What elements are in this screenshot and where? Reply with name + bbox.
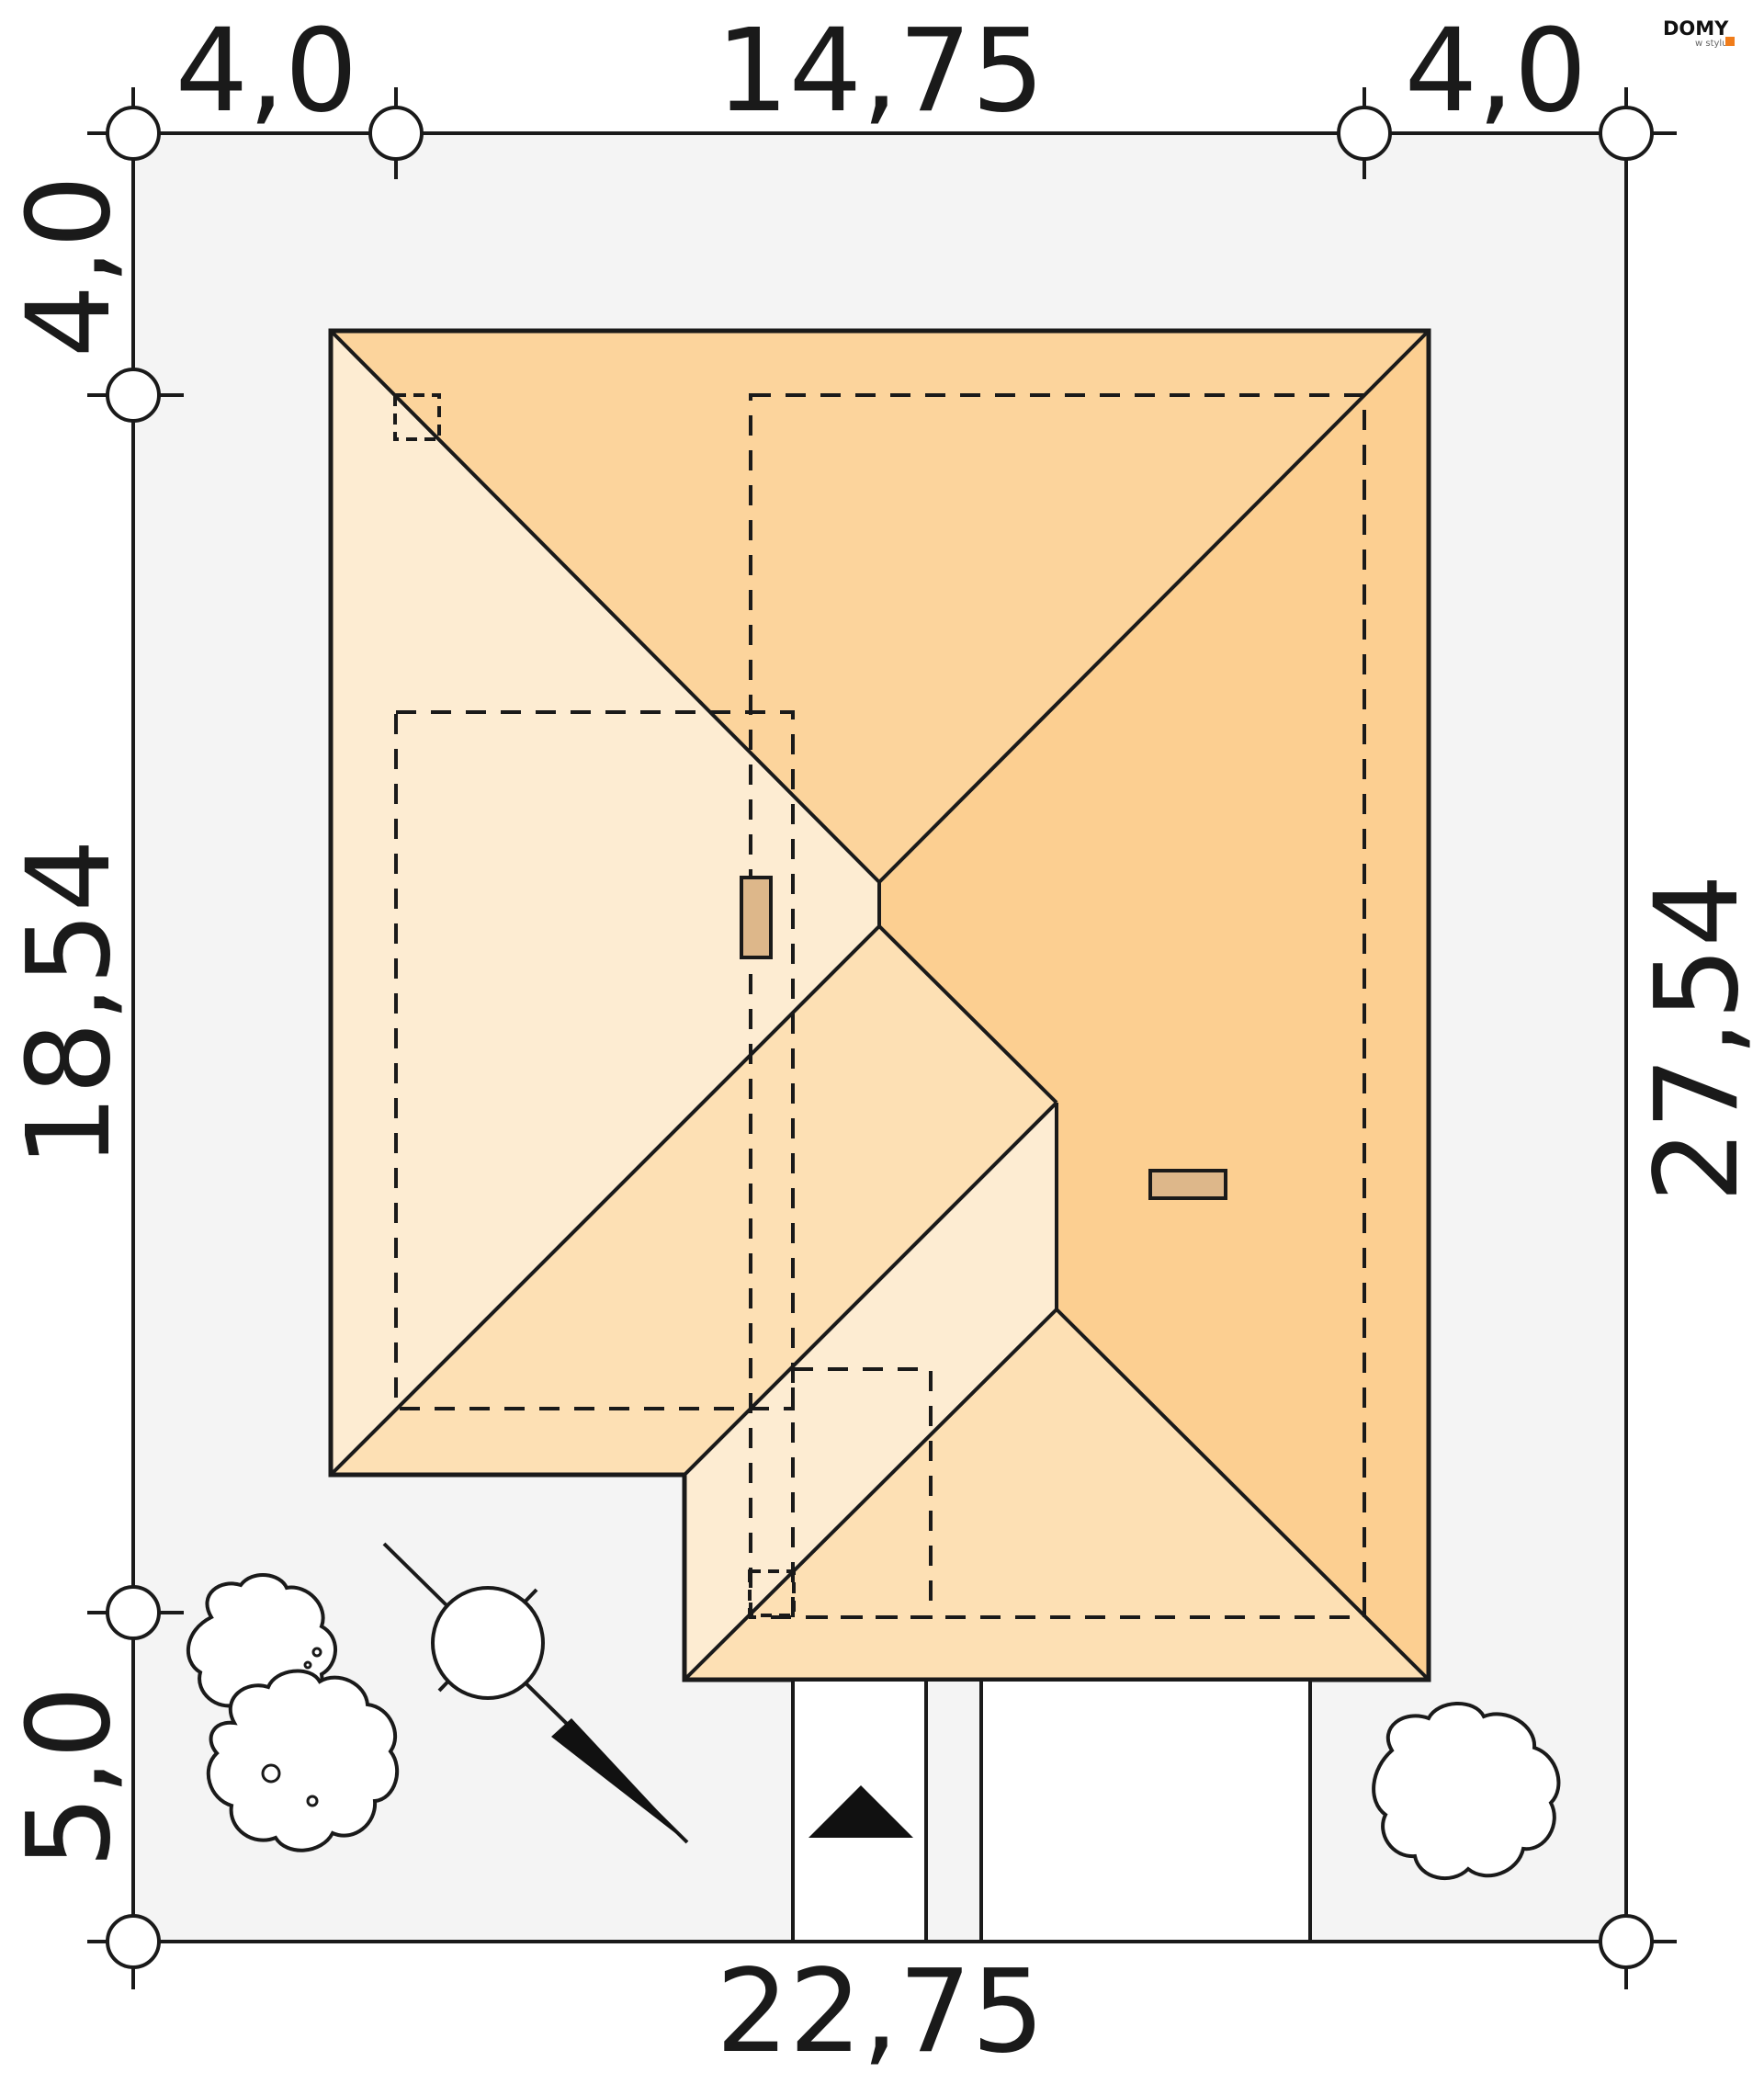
dimension-node [1599, 1914, 1654, 1969]
dimension-top-middle: 14,75 [716, 5, 1045, 138]
dimension-left-bottom: 5,0 [3, 1686, 136, 1869]
dimension-left-middle: 18,54 [3, 839, 136, 1168]
logo-subtext: w stylu [1695, 39, 1728, 49]
wall-outline-left-wing [394, 710, 795, 1410]
dimension-node [1599, 106, 1654, 161]
dimension-node [106, 106, 161, 161]
dimension-top-right: 4,0 [1405, 5, 1588, 138]
dimension-node [106, 368, 161, 423]
corner-marker-bottom [748, 1569, 796, 1617]
wall-outline-garage [791, 1367, 933, 1619]
entrance-triangle-icon [808, 1785, 913, 1838]
dimension-top-left: 4,0 [175, 5, 358, 138]
tree-icon [206, 1669, 400, 1852]
dimension-bottom-total: 22,75 [716, 1945, 1045, 2078]
wall-outlines [393, 393, 1366, 1619]
logo-text: DOMY [1663, 17, 1729, 40]
dimension-node [106, 1914, 161, 1969]
roof-plane-diagonal-wing [331, 926, 1057, 1475]
dimension-node [368, 106, 424, 161]
dimension-right-total: 27,54 [1631, 874, 1764, 1203]
corner-marker-top-left [393, 393, 441, 441]
roof-plane-garage-front [684, 1309, 1429, 1680]
dimension-node [106, 1585, 161, 1640]
chimney-right [1148, 1169, 1227, 1200]
brand-logo: DOMY w stylu [1663, 17, 1735, 49]
dimension-node [1337, 106, 1392, 161]
roof-plane-right [879, 331, 1429, 1680]
dimension-left-top: 4,0 [3, 176, 136, 358]
dimension-labels: 4,0 14,75 4,0 4,0 18,54 5,0 27,54 22,75 [3, 5, 1764, 2078]
tree-icon [1372, 1702, 1561, 1881]
dimension-lines [87, 87, 1677, 1989]
garage-driveway [979, 1678, 1312, 1943]
compass-north-arrow-icon [382, 1542, 689, 1844]
logo-accent-mark [1725, 37, 1735, 46]
path-strip [924, 1678, 983, 1943]
chimney-left [740, 876, 773, 959]
wall-outline-main [749, 393, 1366, 1619]
driveway [791, 1678, 1312, 1943]
roof-plane-top [331, 331, 1429, 882]
roof-plane-left [331, 331, 879, 1475]
roof [328, 328, 1431, 1682]
roof-plane-garage-side [684, 1103, 1057, 1680]
roof-outline [328, 328, 1431, 1682]
tree-group-left [186, 1572, 400, 1852]
